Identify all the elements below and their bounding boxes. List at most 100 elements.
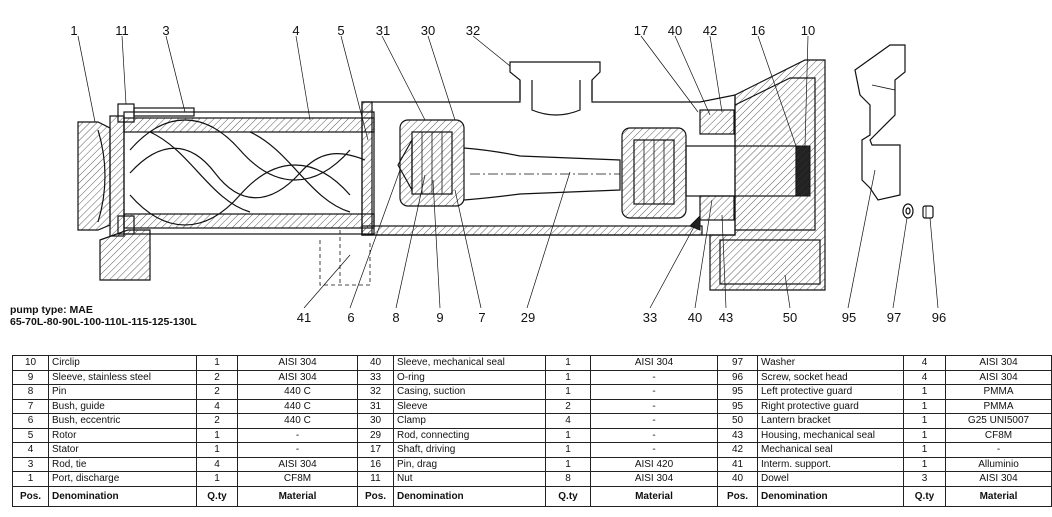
cell-material: 440 C [237, 384, 358, 400]
cell-qty: 2 [196, 413, 238, 429]
pump-type-line2: 65-70L-80-90L-100-110L-115-125-130L [10, 316, 197, 328]
callout-8: 8 [392, 310, 399, 325]
cell-denomination: Rod, connecting [393, 427, 546, 443]
header-pos: Pos. [12, 485, 49, 507]
cell-qty: 1 [903, 442, 946, 458]
pump-type-label: pump type: MAE 65-70L-80-90L-100-110L-11… [10, 304, 197, 328]
callout-96: 96 [932, 310, 946, 325]
protective-guard [854, 44, 906, 201]
callout-41: 41 [297, 310, 311, 325]
cell-material: AISI 304 [237, 355, 358, 371]
cell-material: AISI 304 [590, 355, 718, 371]
cell-denomination: Clamp [393, 413, 546, 429]
callout-33: 33 [643, 310, 657, 325]
cell-qty: 1 [196, 442, 238, 458]
callout-9: 9 [436, 310, 443, 325]
stator [123, 111, 375, 235]
cell-material: PMMA [945, 398, 1052, 414]
cell-pos: 6 [12, 413, 49, 429]
cell-pos: 43 [717, 427, 758, 443]
cell-denomination: Sleeve [393, 398, 546, 414]
cell-material: - [590, 369, 718, 385]
callout-31: 31 [376, 23, 390, 38]
callout-40-bottom: 40 [688, 310, 702, 325]
cell-denomination: Shaft, driving [393, 442, 546, 458]
callout-29: 29 [521, 310, 535, 325]
callout-97: 97 [887, 310, 901, 325]
callout-50: 50 [783, 310, 797, 325]
header-qty: Q.ty [196, 485, 238, 507]
pump-cross-section-drawing: 1 11 3 4 5 31 30 32 17 40 42 16 10 41 6 … [70, 23, 946, 325]
cell-denomination: Left protective guard [757, 384, 904, 400]
cell-material: 440 C [237, 413, 358, 429]
cell-qty: 1 [545, 442, 591, 458]
cell-material: - [590, 384, 718, 400]
cell-pos: 30 [357, 413, 394, 429]
cell-denomination: Screw, socket head [757, 369, 904, 385]
cell-denomination: Right protective guard [757, 398, 904, 414]
header-qty: Q.ty [545, 485, 591, 507]
connecting-rod [463, 147, 621, 201]
cell-material: - [237, 442, 358, 458]
cell-denomination: Washer [757, 355, 904, 371]
rotor [129, 119, 366, 226]
cell-denomination: O-ring [393, 369, 546, 385]
cell-material: - [945, 442, 1052, 458]
cell-pos: 95 [717, 398, 758, 414]
cell-pos: 42 [717, 442, 758, 458]
header-material: Material [237, 485, 358, 507]
cell-qty: 1 [903, 427, 946, 443]
washer [902, 203, 914, 219]
discharge-port [77, 115, 125, 237]
header-qty: Q.ty [903, 485, 946, 507]
header-denomination: Denomination [757, 485, 904, 507]
cell-qty: 1 [903, 384, 946, 400]
cell-denomination: Circlip [48, 355, 197, 371]
cell-qty: 1 [545, 427, 591, 443]
cell-material: G25 UNI5007 [945, 413, 1052, 429]
callout-11: 11 [115, 23, 129, 38]
screw [922, 205, 934, 219]
cell-material: - [590, 413, 718, 429]
cell-qty: 1 [545, 456, 591, 472]
callout-5: 5 [337, 23, 344, 38]
coupling-left [397, 119, 465, 207]
cell-material: PMMA [945, 384, 1052, 400]
cell-pos: 4 [12, 442, 49, 458]
cell-material: 440 C [237, 398, 358, 414]
cell-qty: 2 [196, 369, 238, 385]
cell-pos: 10 [12, 355, 49, 371]
callout-16: 16 [751, 23, 765, 38]
cell-material: AISI 304 [237, 456, 358, 472]
cell-qty: 4 [545, 413, 591, 429]
pump-type-line1: pump type: MAE [10, 304, 93, 316]
cell-qty: 2 [545, 398, 591, 414]
cell-pos: 16 [357, 456, 394, 472]
cell-qty: 1 [903, 413, 946, 429]
cell-qty: 3 [903, 471, 946, 487]
cell-material: - [590, 398, 718, 414]
cell-pos: 95 [717, 384, 758, 400]
cell-material: - [590, 427, 718, 443]
header-material: Material [945, 485, 1052, 507]
cell-qty: 1 [545, 369, 591, 385]
callout-1: 1 [70, 23, 77, 38]
cell-material: Alluminio [945, 456, 1052, 472]
cell-material: AISI 304 [945, 369, 1052, 385]
cell-pos: 32 [357, 384, 394, 400]
callout-40-top: 40 [668, 23, 682, 38]
lantern-bracket [709, 59, 826, 291]
cell-qty: 4 [903, 355, 946, 371]
callout-7: 7 [478, 310, 485, 325]
cell-denomination: Casing, suction [393, 384, 546, 400]
cell-denomination: Housing, mechanical seal [757, 427, 904, 443]
cell-denomination: Lantern bracket [757, 413, 904, 429]
cell-qty: 1 [196, 355, 238, 371]
